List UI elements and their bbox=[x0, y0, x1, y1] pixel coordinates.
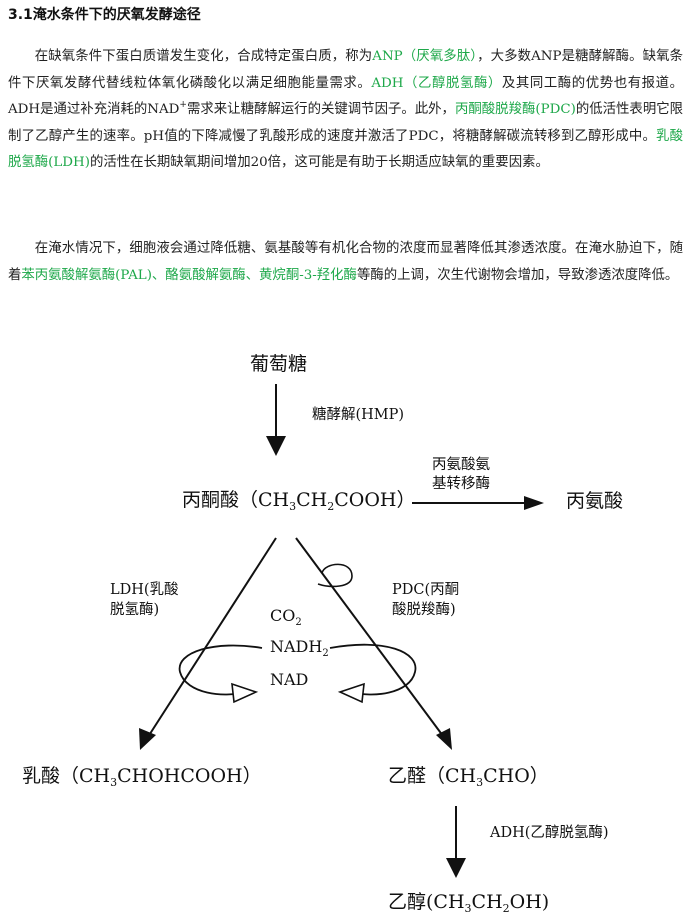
glycolysis-label: 糖酵解(HMP) bbox=[312, 406, 404, 423]
enzyme-terms: 苯丙氨酸解氨酶(PAL)、酪氨酸解氨酶、黄烷酮-3-羟化酶 bbox=[21, 267, 357, 283]
left-loop-arrowhead bbox=[231, 682, 259, 704]
glycolysis-arrowhead bbox=[266, 436, 286, 456]
transaminase-arrowhead bbox=[524, 496, 544, 510]
ldh-arrowhead bbox=[139, 728, 156, 750]
pdc-arrowhead bbox=[436, 728, 452, 750]
left-cofactor-loop bbox=[178, 644, 263, 696]
ldh-label-1: LDH(乳酸 bbox=[110, 581, 179, 598]
fermentation-pathway-diagram: 葡萄糖 糖酵解(HMP) 丙酮酸（CH3CH2COOH） 丙氨酸氨 基转移酶 丙… bbox=[22, 353, 623, 915]
anp-term: ANP（厌氧多肽） bbox=[372, 49, 478, 64]
pdc-arrow bbox=[295, 537, 447, 741]
alanine-label: 丙氨酸 bbox=[566, 490, 623, 512]
co2-label: CO2 bbox=[270, 606, 302, 628]
adh-arrowhead bbox=[446, 858, 466, 878]
pyruvate-label: 丙酮酸（CH3CH2COOH） bbox=[182, 489, 415, 513]
ldh-term: 乳酸脱氢酶(LDH) bbox=[8, 128, 683, 171]
adh-label: ADH(乙醇脱氢酶) bbox=[489, 824, 609, 841]
ldh-label-2: 脱氢酶) bbox=[110, 601, 159, 618]
pdc-label-2: 酸脱羧酶) bbox=[392, 600, 456, 618]
acetaldehyde-label: 乙醛（CH3CHO） bbox=[388, 765, 549, 789]
lactate-label: 乳酸（CH3CHOHCOOH） bbox=[22, 765, 262, 789]
nad-label: NAD bbox=[270, 670, 308, 689]
section-heading: 3.1淹水条件下的厌氧发酵途径 bbox=[8, 7, 201, 23]
ldh-arrow bbox=[145, 537, 277, 741]
pdc-term: 丙酮酸脱羧酶(PDC) bbox=[454, 102, 576, 117]
pdc-label-1: PDC(丙酮 bbox=[392, 582, 459, 598]
transaminase-label-1: 丙氨酸氨 bbox=[432, 456, 490, 473]
right-cofactor-loop bbox=[329, 643, 417, 696]
glucose-label: 葡萄糖 bbox=[250, 353, 307, 375]
paragraph-1: 在缺氧条件下蛋白质谱发生变化，合成特定蛋白质，称为ANP（厌氧多肽），大多数AN… bbox=[8, 49, 684, 171]
right-loop-arrowhead bbox=[337, 682, 365, 704]
paragraph-2: 在淹水情况下，细胞液会通过降低糖、氨基酸等有机化合物的浓度而显著降低其渗透浓度。… bbox=[8, 241, 683, 283]
co2-release-loop bbox=[317, 563, 353, 588]
transaminase-label-2: 基转移酶 bbox=[432, 475, 490, 492]
ethanol-label: 乙醇(CH3CH2OH) bbox=[388, 891, 549, 915]
adh-term: ADH（乙醇脱氢酶） bbox=[371, 75, 502, 91]
nadh-label: NADH2 bbox=[270, 637, 329, 659]
